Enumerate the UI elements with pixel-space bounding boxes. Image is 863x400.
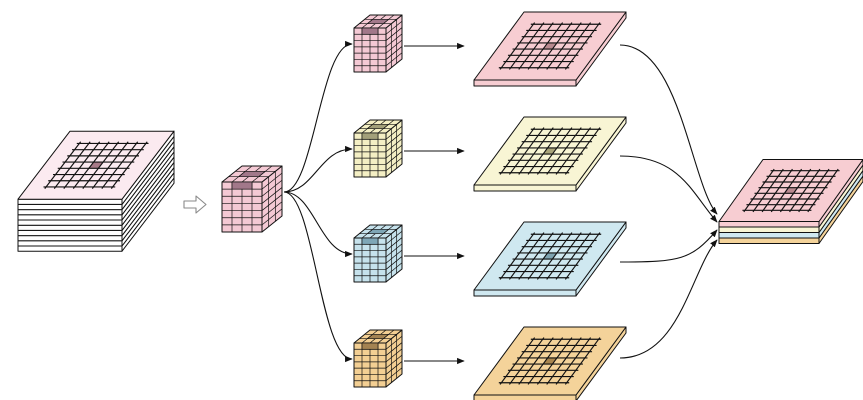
- branch-blue-cube-icon: [353, 224, 403, 283]
- branch-orange-split-arrow: [283, 191, 353, 363]
- branch-orange-feature-plane: [473, 326, 627, 400]
- branch-blue-feature-plane: [473, 221, 627, 297]
- branch-yellow-cube-icon: [353, 119, 403, 178]
- branch-pink-merge-arrow: [619, 44, 718, 215]
- diagram-nodes: [17, 11, 863, 400]
- input-feature-stack: [17, 130, 175, 252]
- branch-pink-cube-icon: [353, 14, 403, 73]
- connector-arrows: [283, 40, 718, 365]
- branch-yellow-split-arrow: [283, 145, 353, 193]
- source-grid-cube-icon: [221, 165, 283, 233]
- branch-blue-split-arrow: [283, 191, 353, 258]
- branch-yellow-feature-plane: [473, 116, 627, 192]
- branch-pink-split-arrow: [283, 40, 353, 193]
- branch-blue-merge-arrow: [619, 229, 718, 263]
- hollow-right-arrow-icon: [183, 195, 207, 214]
- branch-yellow-merge-arrow: [619, 155, 718, 223]
- branch-pink-feature-plane: [473, 11, 627, 87]
- output-concat-stack: [718, 159, 863, 244]
- branch-orange-cube-icon: [353, 329, 403, 388]
- branch-orange-merge-arrow: [619, 239, 718, 359]
